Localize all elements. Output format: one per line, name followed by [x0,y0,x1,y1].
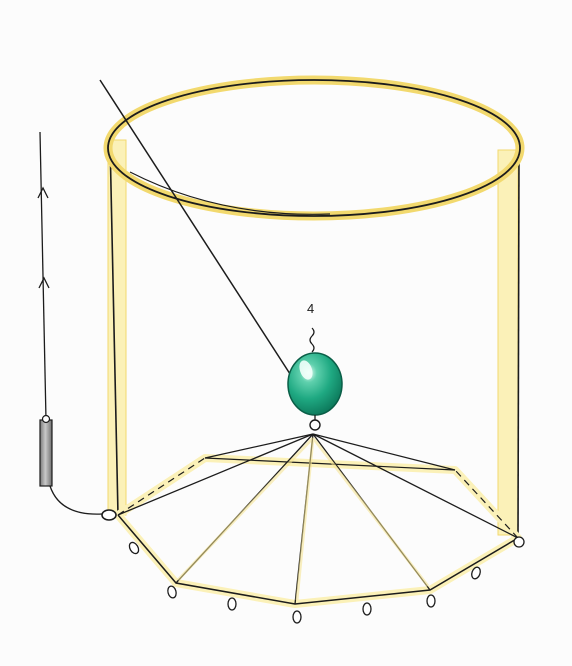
loop-ring [228,598,236,610]
net-rib [118,434,313,515]
loop-ring [514,537,524,547]
corner-ring [102,510,116,520]
lift-line [38,132,102,514]
up-arrow-icon [38,188,48,198]
right-wall-line [518,150,519,538]
float-hub-ring [310,420,320,430]
float-squiggle [310,328,314,352]
main-line [100,80,292,377]
float: 4 [288,301,342,430]
loop-ring [427,595,435,607]
float-mark: 4 [307,301,314,316]
float-ball [288,353,342,415]
loop-ring [363,603,371,615]
loop-ring [293,611,301,623]
bottom-frame [118,458,518,604]
up-arrow-icon [39,278,49,288]
loop-ring [167,585,178,599]
bottom-loops [128,537,524,623]
top-ring [108,80,520,216]
weight-icon [40,420,52,486]
net-rib [313,434,518,538]
